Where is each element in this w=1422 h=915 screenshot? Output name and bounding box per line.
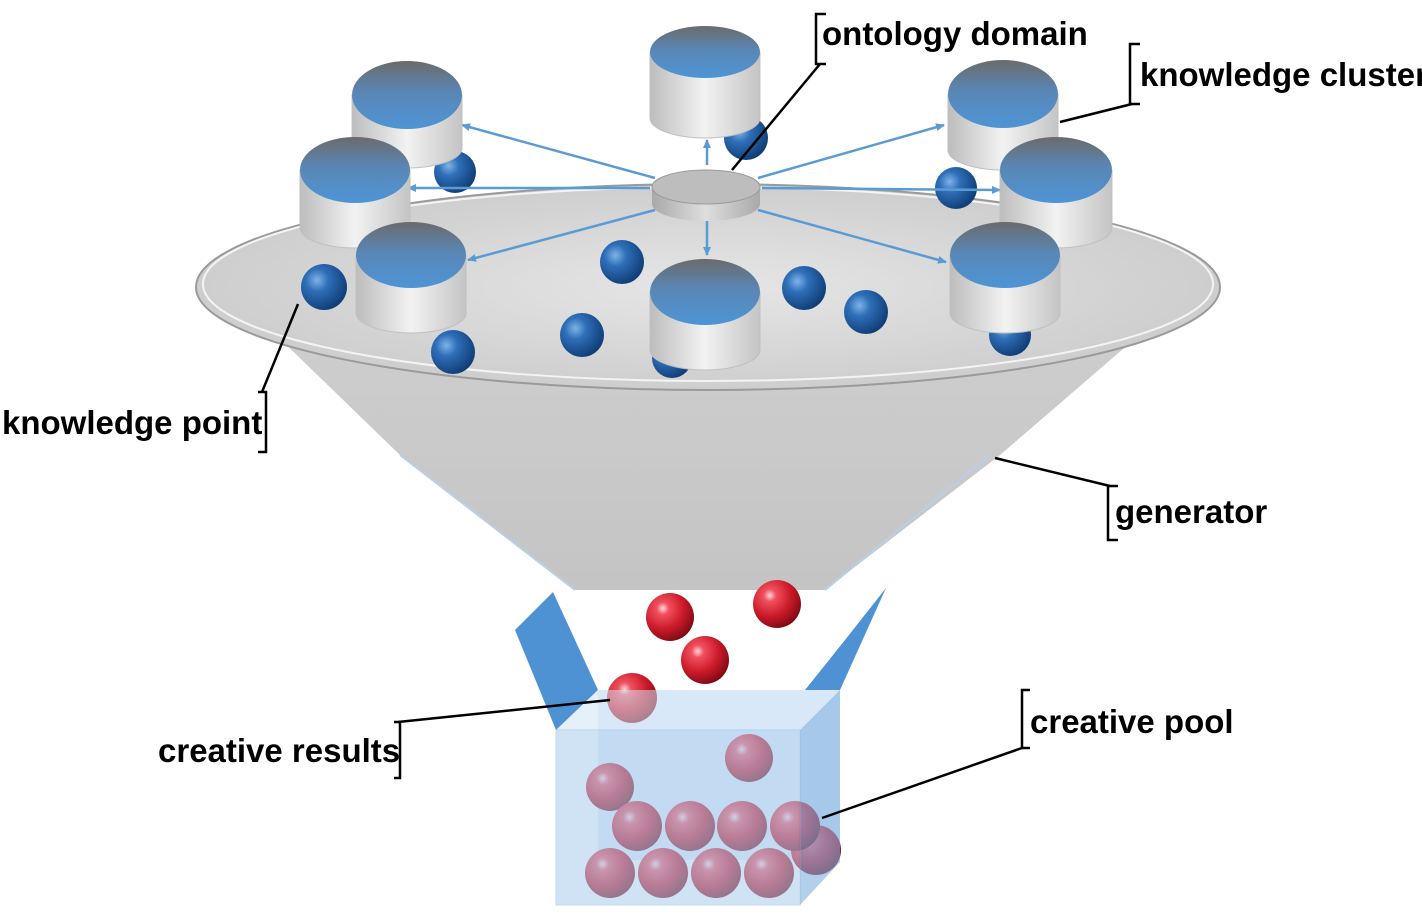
pool-right-flap [805,588,886,690]
arrow [461,123,656,180]
label-bracket [1128,42,1140,106]
funnel-cone-edge [399,454,991,591]
label-ontology-domain: ontology domain [822,15,1088,52]
arrow [761,185,1001,194]
knowledge-clusters [299,26,1113,371]
label-creative-results: creative results [158,732,400,769]
knowledge-point-ball [782,266,826,310]
cluster-cylinder [355,222,467,334]
ontology-domain-hub [651,169,761,221]
knowledge-point-ball [935,167,977,209]
label-bracket [1020,688,1030,750]
creative-result-ball [753,580,801,628]
knowledge-point-ball [844,290,888,334]
label-knowledge-point: knowledge point [2,404,262,441]
label-knowledge-cluster: knowledge cluster [1140,56,1422,93]
label-bracket [258,390,268,454]
creative-result-ball [646,593,694,641]
knowledge-point-ball [600,240,644,284]
leader-line [731,63,821,171]
cluster-cylinder [949,222,1061,334]
arrow [757,208,947,264]
arrow [467,208,656,262]
knowledge-point-ball [301,264,347,310]
cluster-cylinder [649,259,761,371]
arrow [757,123,945,180]
pool-left-flap [515,592,598,730]
pool-top-face [556,690,840,730]
label-bracket [814,12,826,66]
creative-result-ball [681,636,729,684]
label-creative-pool: creative pool [1030,703,1234,740]
knowledge-point-ball [560,313,604,357]
label-bracket [394,720,402,780]
creative-pool-front [555,690,840,906]
knowledge-point-ball [431,330,475,374]
pool-front-face [555,729,801,906]
cluster-arrows [407,123,1001,264]
leader-lines [258,12,1140,820]
leader-line [397,698,611,724]
label-bracket [1106,484,1118,542]
label-generator: generator [1115,493,1267,530]
pool-side-face [800,690,840,905]
leader-line [1059,102,1133,124]
leader-line [994,456,1111,488]
labels: ontology domain knowledge cluster knowle… [2,15,1422,769]
cluster-cylinder [649,26,761,139]
leader-line [260,303,300,393]
leader-line [821,746,1023,820]
